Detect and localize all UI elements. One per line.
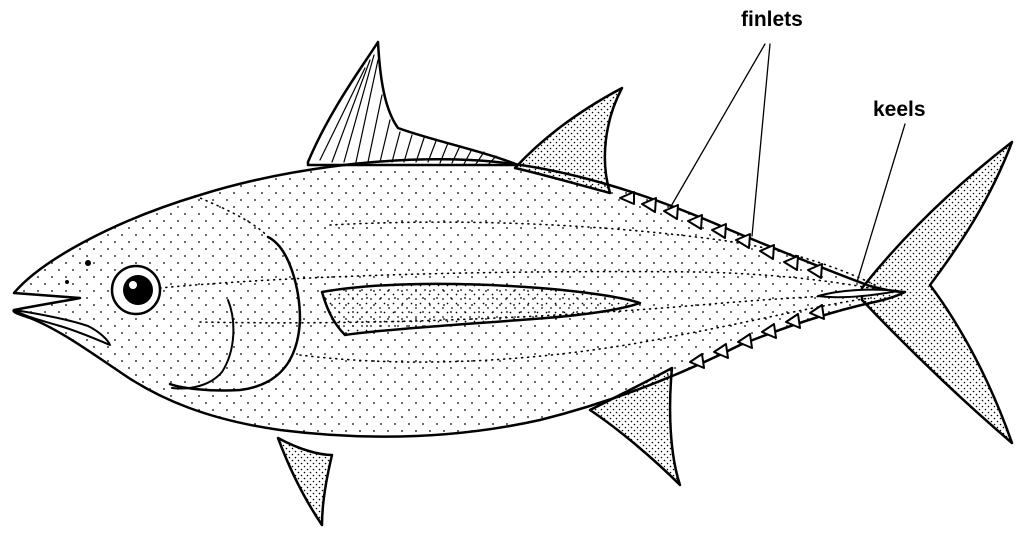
keels-label: keels xyxy=(873,99,926,120)
first-dorsal-fin xyxy=(308,42,518,165)
nostril xyxy=(85,260,91,266)
eye-pupil xyxy=(123,275,153,305)
pelvic-fin xyxy=(278,438,332,525)
eye-highlight xyxy=(129,281,137,289)
finlets-label: finlets xyxy=(741,9,803,30)
